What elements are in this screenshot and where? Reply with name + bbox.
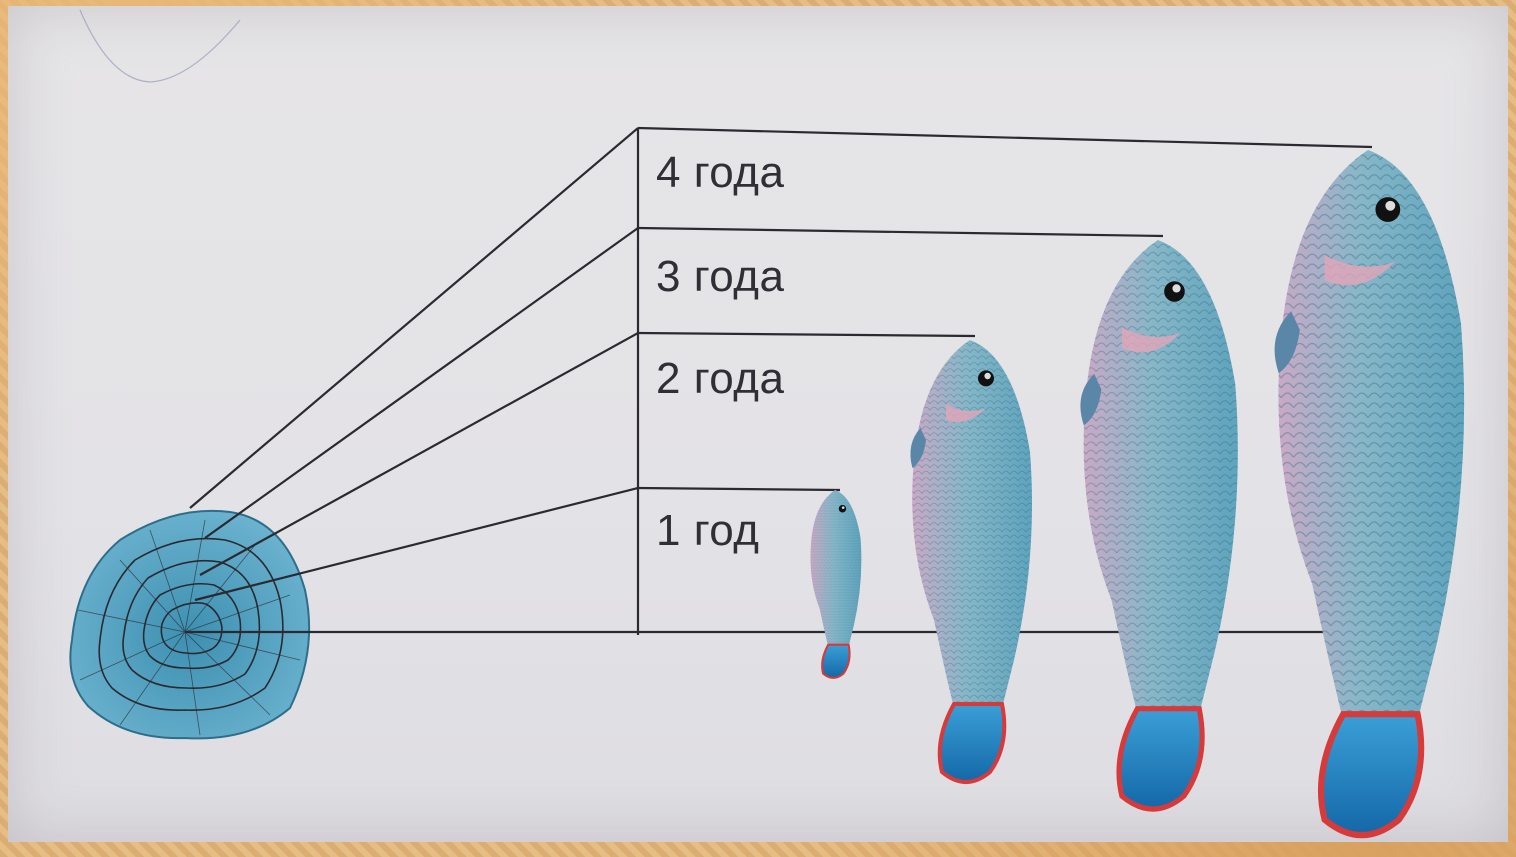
label-age-1: 1 год — [656, 506, 760, 555]
ring-connector-lines — [189, 127, 639, 602]
fish-scale-icon — [69, 509, 311, 740]
fish-icon — [910, 340, 1032, 784]
label-age-4: 4 года — [656, 148, 785, 197]
background-sketch — [79, 9, 241, 83]
fish-icon — [1080, 240, 1238, 812]
label-age-2: 2 года — [656, 354, 785, 403]
label-age-3: 3 года — [656, 252, 785, 301]
fish-icon — [810, 490, 862, 679]
fish-icon — [1274, 150, 1465, 839]
